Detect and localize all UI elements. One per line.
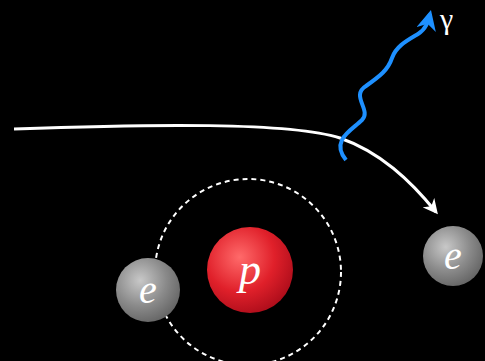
electron-path <box>14 125 436 212</box>
photon-wave <box>340 14 430 160</box>
proton-sphere: p <box>207 227 293 313</box>
orbit <box>155 179 341 361</box>
particle-symbol: e <box>444 236 462 276</box>
electron-sphere: e <box>423 226 483 286</box>
electron-sphere: e <box>116 258 180 322</box>
particle-symbol: e <box>139 270 157 310</box>
particle-symbol: p <box>239 248 261 292</box>
photon-label: γ <box>440 4 453 34</box>
